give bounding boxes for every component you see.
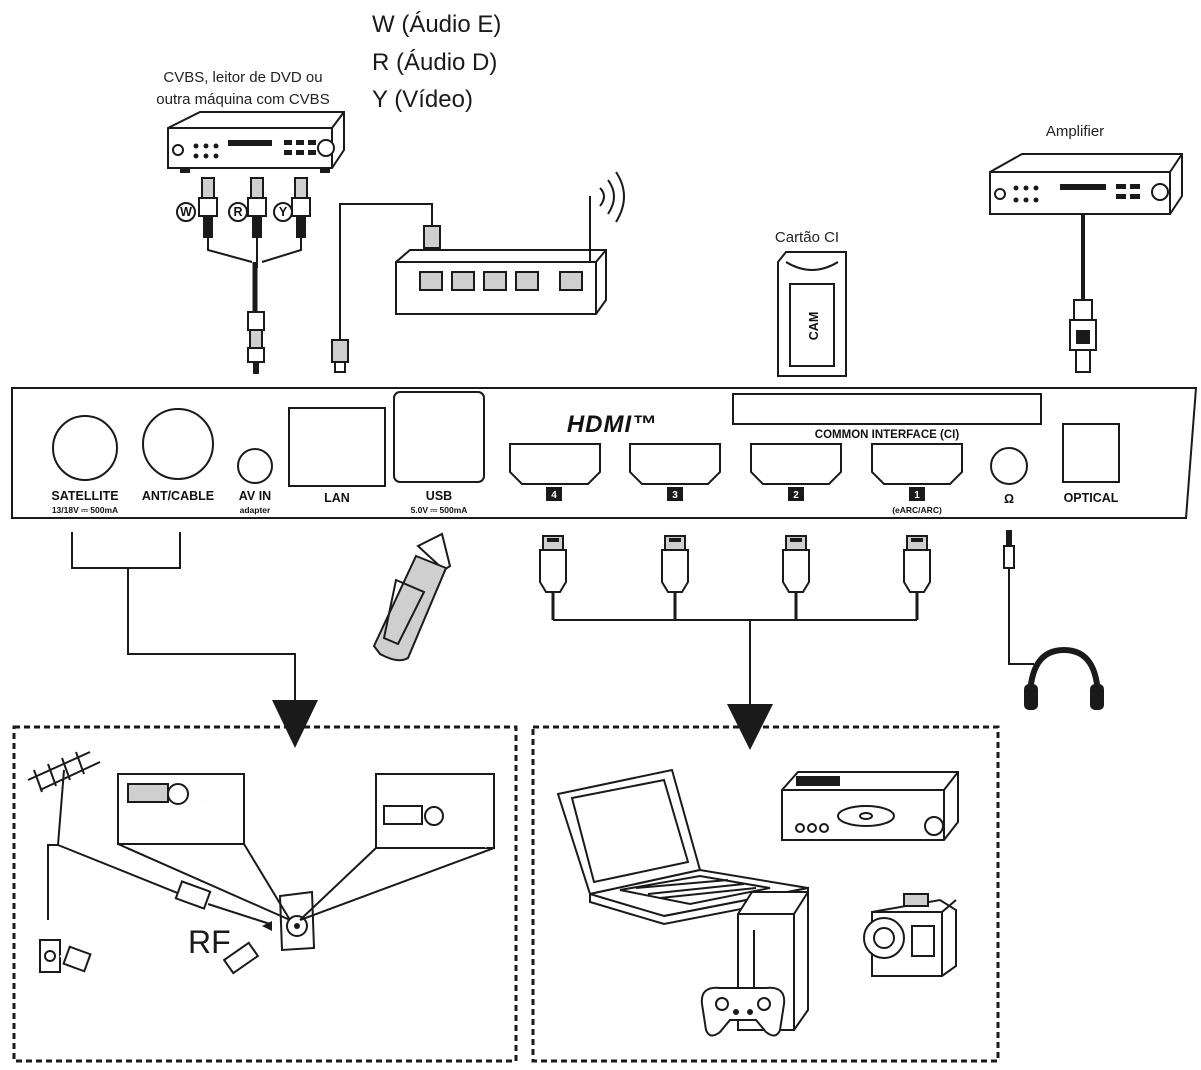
optical-label: OPTICAL <box>1064 491 1119 505</box>
dvd-recorder-icon <box>781 771 959 841</box>
hdmi-4-badge <box>546 487 562 501</box>
optical-cable-icon <box>1069 214 1097 373</box>
optical-port <box>1062 423 1120 483</box>
headphone-port <box>990 447 1028 485</box>
audio-right-label: R (Áudio D) <box>372 49 497 76</box>
rf-label: RF <box>188 924 231 960</box>
usb-sub-label: 5.0V ⎓ 500mA <box>411 505 468 515</box>
lan-cable-icon <box>331 203 441 373</box>
video-label: Y (Vídeo) <box>372 86 473 113</box>
hdmi-cables-icon <box>539 535 931 750</box>
ci-card-icon <box>777 251 847 377</box>
satellite-label: SATELLITE <box>51 489 118 503</box>
rf-connection-lines <box>71 532 318 748</box>
rf-socket-icon <box>262 890 316 952</box>
hdmi-port-2 <box>750 443 842 485</box>
headphone-symbol-label: Ω <box>1004 492 1014 506</box>
ant-cable-label: ANT/CABLE <box>142 489 214 503</box>
laptop-icon <box>556 768 809 926</box>
arrow-down-icon <box>727 704 773 750</box>
jack-r-label: R <box>233 205 242 219</box>
cvbs-label-line1: CVBS, leitor de DVD ou <box>163 69 322 86</box>
av-in-sub-label: adapter <box>240 505 271 515</box>
hdmi-3-badge <box>667 487 683 501</box>
ci-card-label: Cartão CI <box>775 229 839 246</box>
zoom-detail-lines <box>117 773 495 921</box>
jack-y-icon <box>273 202 293 222</box>
lan-port <box>288 407 386 487</box>
wall-socket-icon <box>39 939 260 1031</box>
headphone-cable-icon <box>1003 530 1034 665</box>
rf-connection-box <box>12 725 518 1063</box>
hdmi-3-label: 3 <box>672 490 678 501</box>
coax-plug-icon <box>174 880 271 925</box>
hdmi-port-3 <box>629 443 721 485</box>
antenna-icon <box>27 751 191 920</box>
audio-left-label: W (Áudio E) <box>372 11 501 38</box>
hdmi-port-1 <box>871 443 963 485</box>
camcorder-icon <box>863 893 957 977</box>
headphones-icon <box>1024 646 1104 710</box>
hdmi-port-4 <box>509 443 601 485</box>
usb-label: USB <box>426 489 452 503</box>
jack-w-icon <box>176 202 196 222</box>
cam-label: CAM <box>807 312 821 340</box>
hdmi-devices-box <box>531 725 1000 1063</box>
satellite-sub-label: 13/18V ⎓ 500mA <box>52 505 118 515</box>
jack-r-icon <box>228 202 248 222</box>
hdmi-1-badge <box>909 487 925 501</box>
hdmi-2-label: 2 <box>793 490 799 501</box>
amplifier-icon <box>989 153 1183 215</box>
hdmi-1-label: 1 <box>914 490 920 501</box>
hdmi-logo: HDMI™ <box>567 411 657 438</box>
ant-cable-port <box>142 408 214 480</box>
hdmi-1-sub-label: (eARC/ARC) <box>892 505 942 515</box>
cvbs-label-line2: outra máquina com CVBS <box>156 91 329 108</box>
hdmi-2-badge <box>788 487 804 501</box>
ci-slot <box>732 393 1042 425</box>
satellite-port <box>52 415 118 481</box>
common-interface-label: COMMON INTERFACE (CI) <box>815 429 960 441</box>
gamepad-icon <box>700 986 786 1037</box>
av-in-port <box>237 448 273 484</box>
router-icon <box>395 171 625 315</box>
arrow-down-icon <box>272 700 318 748</box>
jack-w-label: W <box>180 205 192 219</box>
hdmi-4-label: 4 <box>551 490 557 501</box>
usb-stick-icon <box>372 532 452 662</box>
amplifier-label: Amplifier <box>1046 123 1104 140</box>
dvd-player-icon <box>167 111 345 173</box>
av-in-label: AV IN <box>239 489 271 503</box>
jack-y-label: Y <box>279 205 288 219</box>
rca-cable-icon <box>198 177 311 374</box>
usb-port <box>393 391 485 483</box>
lan-label: LAN <box>324 491 350 505</box>
